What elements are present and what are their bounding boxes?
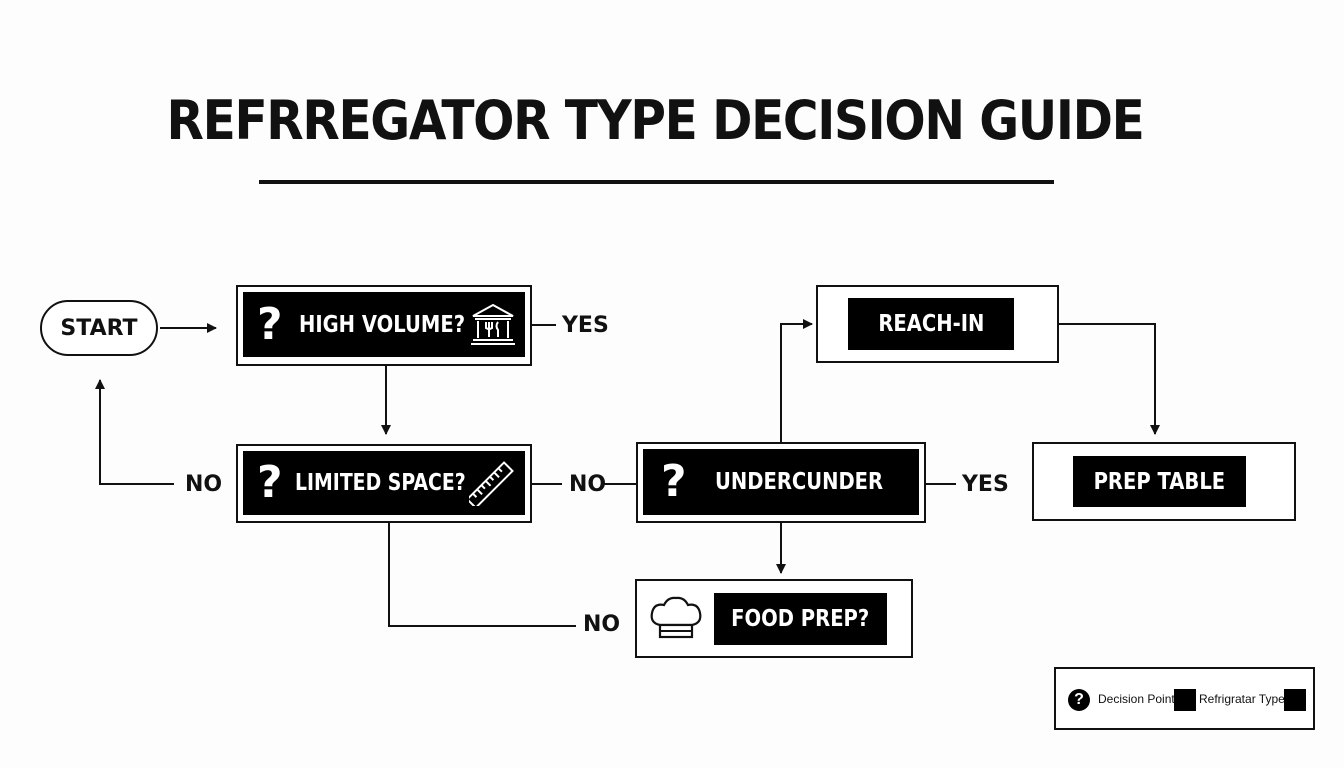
line-limited-space-no-bottom [388,522,576,627]
page-title: REFRREGATOR TYPE DECISION GUIDE [166,89,1145,152]
reach-in-type: REACH-IN [848,298,1014,350]
legend-decision-label: Decision Point [1098,692,1175,706]
question-mark-icon: ? [257,298,283,350]
limited-space-label: LIMITED SPACE? [294,470,466,496]
title-underline [259,180,1054,184]
edge-label-no-left: NO [185,472,223,497]
start-node: START [40,300,158,356]
restaurant-building-icon [471,303,515,345]
arrow-reach-in-to-prep-table [1058,323,1160,435]
start-label: START [60,315,138,341]
edge-label-no-right: NO [569,472,607,497]
limited-space-decision: ? LIMITED SPACE? [243,451,525,515]
prep-table-label: PREP TABLE [1093,468,1226,495]
arrow-no-back-to-start [95,379,174,485]
food-prep-decision: FOOD PREP? [714,593,887,645]
edge-label-no-bottom: NO [583,612,621,637]
edge-label-undercounter-yes: YES [962,472,1009,497]
question-mark-icon: ? [661,456,687,507]
reach-in-label: REACH-IN [877,311,984,337]
edge-label-high-volume-yes: YES [562,313,609,338]
legend-type-swatch-1 [1174,689,1196,711]
ruler-icon [469,461,514,506]
undercounter-decision: ? UNDERCUNDER [643,449,919,515]
legend-type-label: Refrigratar Type [1199,692,1285,706]
legend-decision-icon: ? [1068,689,1090,711]
high-volume-decision: ? HIGH VOLUME? [243,292,525,357]
prep-table-type: PREP TABLE [1073,456,1246,507]
high-volume-label: HIGH VOLUME? [298,311,465,338]
legend: ? Decision Point Refrigratar Type [1054,667,1315,730]
legend-type-swatch-2 [1284,689,1306,711]
food-prep-label: FOOD PREP? [731,606,870,632]
chef-hat-icon [650,596,702,639]
question-mark-icon: ? [257,457,283,508]
undercounter-label: UNDERCUNDER [714,469,883,495]
arrow-undercounter-to-reach-in [780,319,813,442]
